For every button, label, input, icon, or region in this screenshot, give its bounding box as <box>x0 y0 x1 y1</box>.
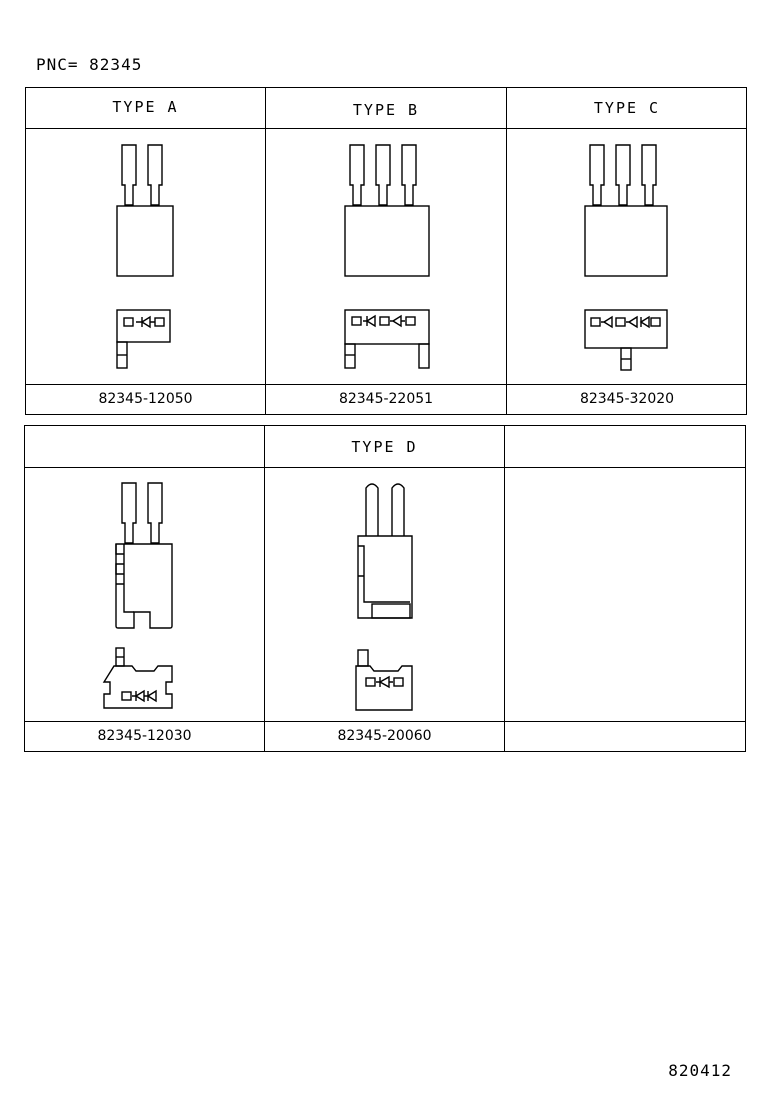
col-divider <box>265 87 266 415</box>
row-divider <box>25 128 747 129</box>
part-number-type-a: 82345-12050 <box>98 391 193 407</box>
connector-drawing-20060 <box>355 483 413 711</box>
col-divider <box>504 425 505 752</box>
connector-drawing-type-a <box>116 144 174 369</box>
header-type-b: TYPE B <box>352 101 420 119</box>
connector-drawing-12030 <box>102 482 173 709</box>
part-number-type-b: 82345-22051 <box>338 391 434 407</box>
part-number-20060: 82345-20060 <box>337 728 432 744</box>
connector-drawing-type-b <box>344 144 430 369</box>
header-type-d: TYPE D <box>351 438 418 456</box>
connector-drawing-type-c <box>584 144 668 371</box>
header-type-c: TYPE C <box>593 99 661 117</box>
col-divider <box>506 87 507 415</box>
parts-table-top <box>25 87 747 415</box>
row-divider <box>25 384 747 385</box>
parts-table-bottom <box>24 425 746 752</box>
part-number-12030: 82345-12030 <box>97 728 192 744</box>
row-divider <box>24 467 746 468</box>
row-divider <box>24 721 746 722</box>
drawing-code: 820412 <box>668 1061 732 1080</box>
header-type-a: TYPE A <box>112 98 179 116</box>
part-number-type-c: 82345-32020 <box>579 391 675 407</box>
pnc-label: PNC= 82345 <box>36 55 143 74</box>
col-divider <box>264 425 265 752</box>
